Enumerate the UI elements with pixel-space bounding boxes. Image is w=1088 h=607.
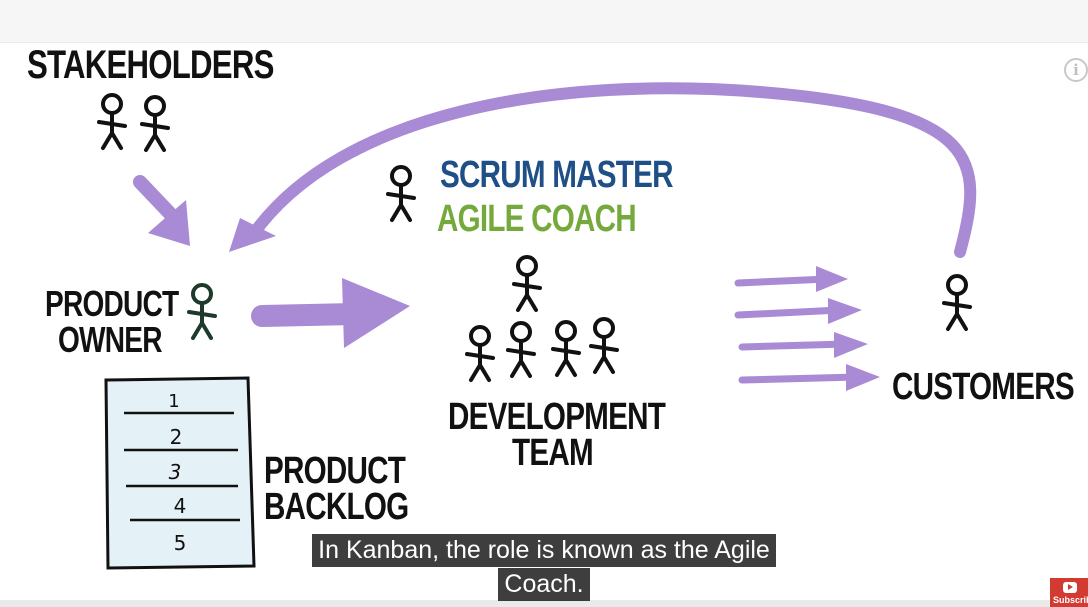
owner-to-team-arrow bbox=[251, 278, 410, 348]
development-team-label-line2: TEAM bbox=[512, 432, 594, 474]
team-member-figure-icon bbox=[551, 320, 581, 377]
backlog-item-number: 4 bbox=[174, 494, 187, 518]
team-member-figure-icon bbox=[589, 317, 619, 374]
product-backlog-sheet: 1 2 3 4 5 bbox=[104, 376, 256, 570]
backlog-item-number: 2 bbox=[170, 425, 183, 449]
backlog-item-number: 5 bbox=[174, 531, 187, 555]
stakeholders-label: STAKEHOLDERS bbox=[27, 43, 274, 87]
subtitle-text: In Kanban, the role is known as the Agil… bbox=[312, 534, 776, 567]
customers-label: CUSTOMERS bbox=[892, 366, 1075, 408]
subscribe-button[interactable]: Subscribe bbox=[1050, 578, 1088, 607]
stakeholders-to-owner-arrow bbox=[133, 175, 190, 246]
team-member-figure-icon bbox=[465, 325, 495, 382]
subtitle-line-2: Coach. bbox=[0, 568, 1088, 601]
backlog-item-number: 1 bbox=[168, 391, 179, 412]
product-backlog-label-line1: PRODUCT bbox=[264, 450, 406, 492]
subtitle-line-1: In Kanban, the role is known as the Agil… bbox=[0, 534, 1088, 567]
youtube-play-icon bbox=[1063, 582, 1077, 593]
stakeholder-figure-icon bbox=[97, 93, 127, 150]
delivery-arrows bbox=[734, 266, 880, 391]
product-owner-figure-icon bbox=[187, 283, 217, 340]
player-top-bar bbox=[0, 0, 1088, 43]
customer-feedback-arrow bbox=[229, 82, 977, 258]
scrum-master-figure-icon bbox=[386, 165, 416, 222]
agile-coach-label: AGILE COACH bbox=[437, 198, 637, 240]
player-bottom-bar bbox=[0, 600, 1088, 607]
customer-figure-icon bbox=[942, 274, 972, 331]
product-owner-label-line1: PRODUCT bbox=[45, 283, 179, 324]
development-team-label-line1: DEVELOPMENT bbox=[448, 396, 666, 438]
subscribe-label: Subscribe bbox=[1053, 595, 1088, 605]
stakeholder-figure-icon bbox=[140, 95, 170, 152]
subtitle-text: Coach. bbox=[498, 568, 590, 601]
product-backlog-label-line2: BACKLOG bbox=[264, 486, 409, 528]
product-owner-label-line2: OWNER bbox=[58, 319, 163, 360]
scrum-master-label: SCRUM MASTER bbox=[440, 154, 673, 196]
team-member-figure-icon bbox=[506, 321, 536, 378]
team-lead-figure-icon bbox=[512, 255, 542, 312]
backlog-item-number: 3 bbox=[169, 460, 182, 484]
info-icon[interactable]: i bbox=[1064, 58, 1088, 82]
